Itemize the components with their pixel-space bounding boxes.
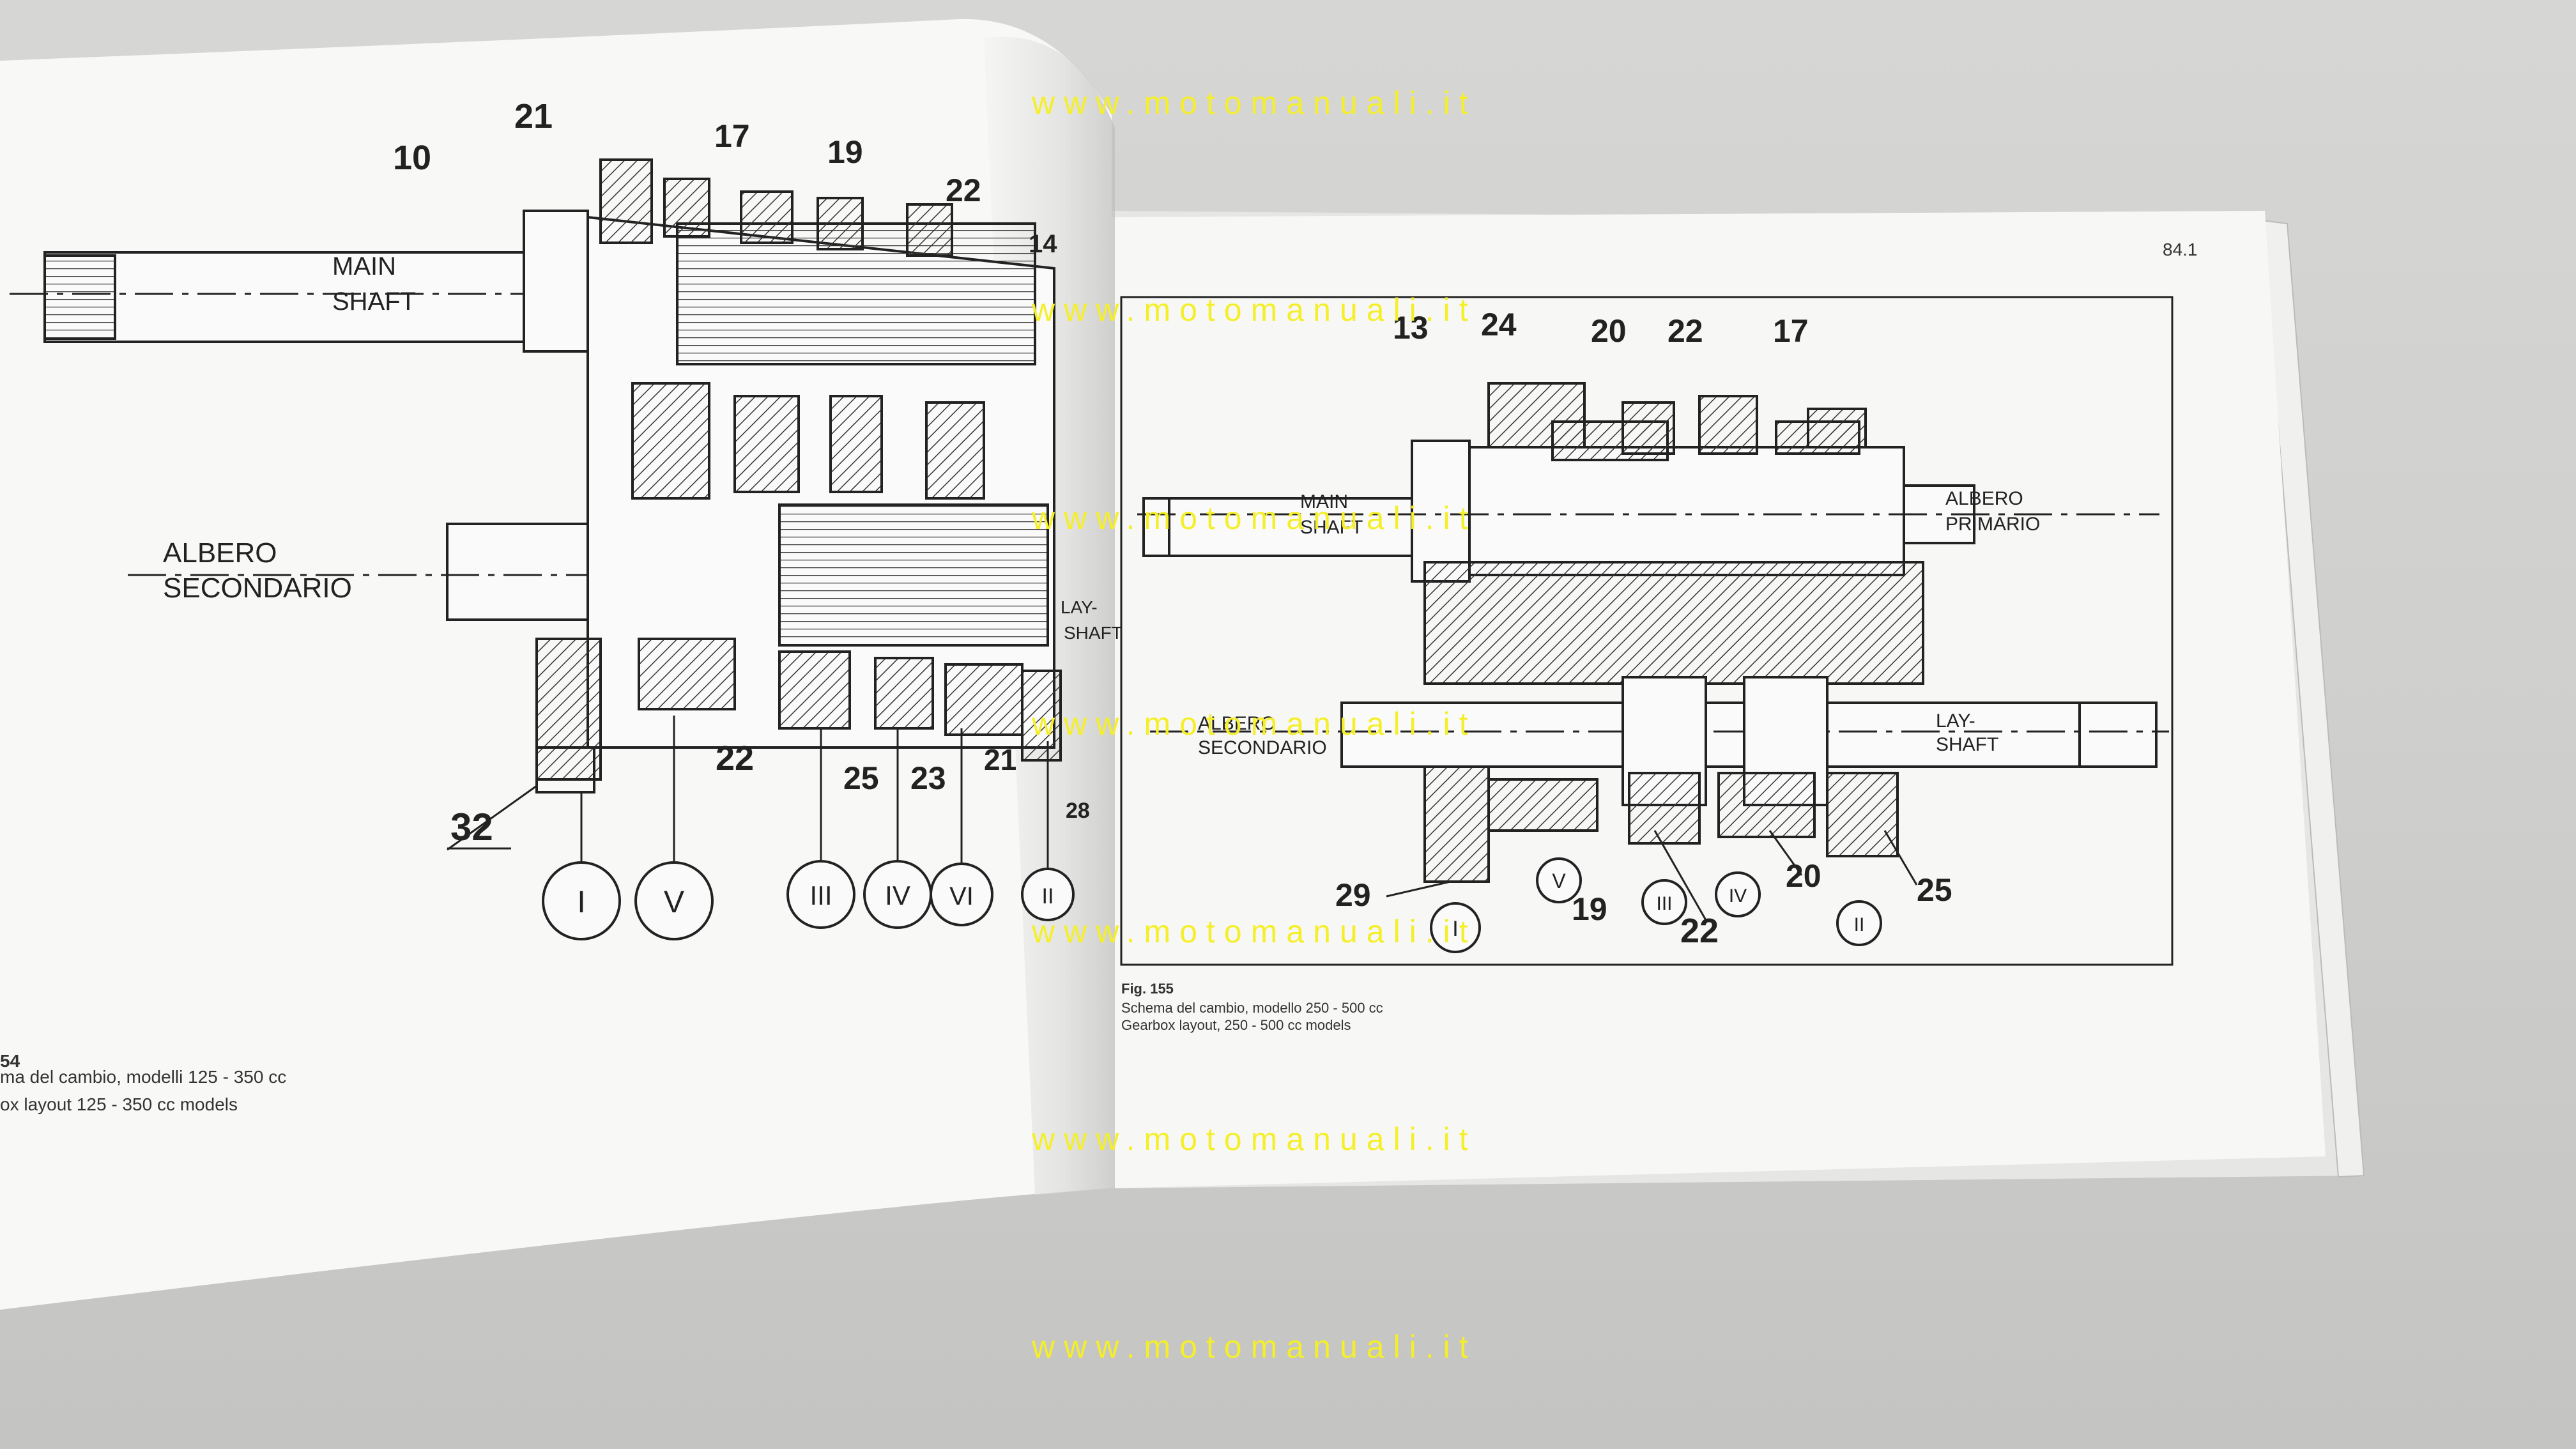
part-number: 10 [393,139,431,177]
gear-label: IV [1729,885,1747,907]
part-number: 17 [1773,313,1809,349]
right-caption-en: Gearbox layout, 250 - 500 cc models [1121,1017,1351,1033]
part-number: 32 [450,806,493,848]
gear-label: III [1656,893,1672,914]
part-number: 29 [1335,877,1371,913]
right-albero-primario-label-2: PRIMARIO [1945,514,2040,535]
right-gear-labels: I V III IV II [1452,870,1864,941]
watermark-text: www.motomanuali.it [1031,706,1477,742]
left-layshaft-label-1: LAY- [1061,597,1098,617]
watermarks: www.motomanuali.it www.motomanuali.it ww… [1031,85,1477,1365]
right-main-shaft-label-2: SHAFT [1300,517,1363,538]
part-number: 20 [1591,313,1627,349]
right-layshaft-label-1: LAY- [1936,710,1975,732]
left-main-shaft-label-2: SHAFT [332,288,416,316]
part-number: 17 [714,118,750,154]
gear-label: I [577,885,585,919]
gear-label: III [809,880,832,910]
watermark-text: www.motomanuali.it [1031,85,1477,121]
part-number: 24 [1481,307,1517,342]
part-number: 13 [1393,310,1429,346]
left-shaft-labels: MAIN SHAFT ALBERO SECONDARIO LAY- SHAFT [163,252,1123,643]
gear-label: II [1042,884,1054,908]
left-albero-label-2: SECONDARIO [163,572,352,604]
right-page [1112,211,2326,1188]
right-layshaft-label-2: SHAFT [1936,734,1998,755]
watermark-text: www.motomanuali.it [1031,1329,1477,1365]
left-albero-label-1: ALBERO [163,537,277,569]
part-number: 22 [716,739,754,778]
right-caption: Fig. 155 Schema del cambio, modello 250 … [1121,981,1383,1033]
left-caption-it: ma del cambio, modelli 125 - 350 cc [0,1067,286,1087]
gear-label: IV [885,880,910,910]
right-albero-secondario-label-1: ALBERO [1198,713,1276,734]
part-number: 14 [1029,230,1057,258]
right-gearbox-drawing [1137,382,2169,953]
left-caption: 54 ma del cambio, modelli 125 - 350 cc o… [0,1051,286,1114]
left-layshaft-label-2: SHAFT [1064,623,1123,643]
gear-label: VI [949,882,974,910]
right-caption-it: Schema del cambio, modello 250 - 500 cc [1121,1000,1383,1016]
part-number: 21 [984,743,1016,776]
part-number: 25 [843,760,879,796]
part-number: 23 [910,760,946,796]
watermark-text: www.motomanuali.it [1031,914,1477,949]
left-fig-number: 54 [0,1051,20,1071]
left-gearbox-drawing [10,158,1075,940]
watermark-text: www.motomanuali.it [1031,1121,1477,1157]
part-number: 22 [1680,912,1719,950]
part-number: 22 [946,172,981,208]
part-number: 19 [1572,891,1607,927]
part-number: 28 [1066,799,1090,823]
left-caption-en: ox layout 125 - 350 cc models [0,1094,238,1114]
watermark-text: www.motomanuali.it [1031,500,1477,536]
right-shaft-labels: MAIN SHAFT ALBERO PRIMARIO ALBERO SECOND… [1198,488,2040,758]
gear-label: II [1854,914,1865,935]
right-fig-number: Fig. 155 [1121,981,1174,997]
figure-frame [1120,296,2174,966]
left-gear-labels: I V III IV VI II [577,880,1054,919]
part-number: 25 [1917,872,1952,908]
right-albero-secondario-label-2: SECONDARIO [1198,737,1327,758]
part-number: 19 [827,134,863,170]
right-main-shaft-label-1: MAIN [1300,491,1348,512]
right-albero-primario-label-1: ALBERO [1945,488,2023,509]
left-main-shaft-label-1: MAIN [332,252,396,280]
gear-label: V [664,885,684,919]
part-number: 20 [1786,858,1821,894]
left-part-numbers: 21 10 17 19 22 14 22 25 23 21 28 32 [393,97,1090,848]
part-number: 21 [514,97,553,135]
gear-label: V [1552,870,1566,893]
page-number: 84.1 [2163,240,2198,259]
part-number: 22 [1667,313,1703,349]
right-part-numbers: 13 24 20 22 17 29 19 22 20 25 [1335,307,1952,950]
watermark-text: www.motomanuali.it [1031,292,1477,328]
gear-label: I [1452,917,1458,941]
